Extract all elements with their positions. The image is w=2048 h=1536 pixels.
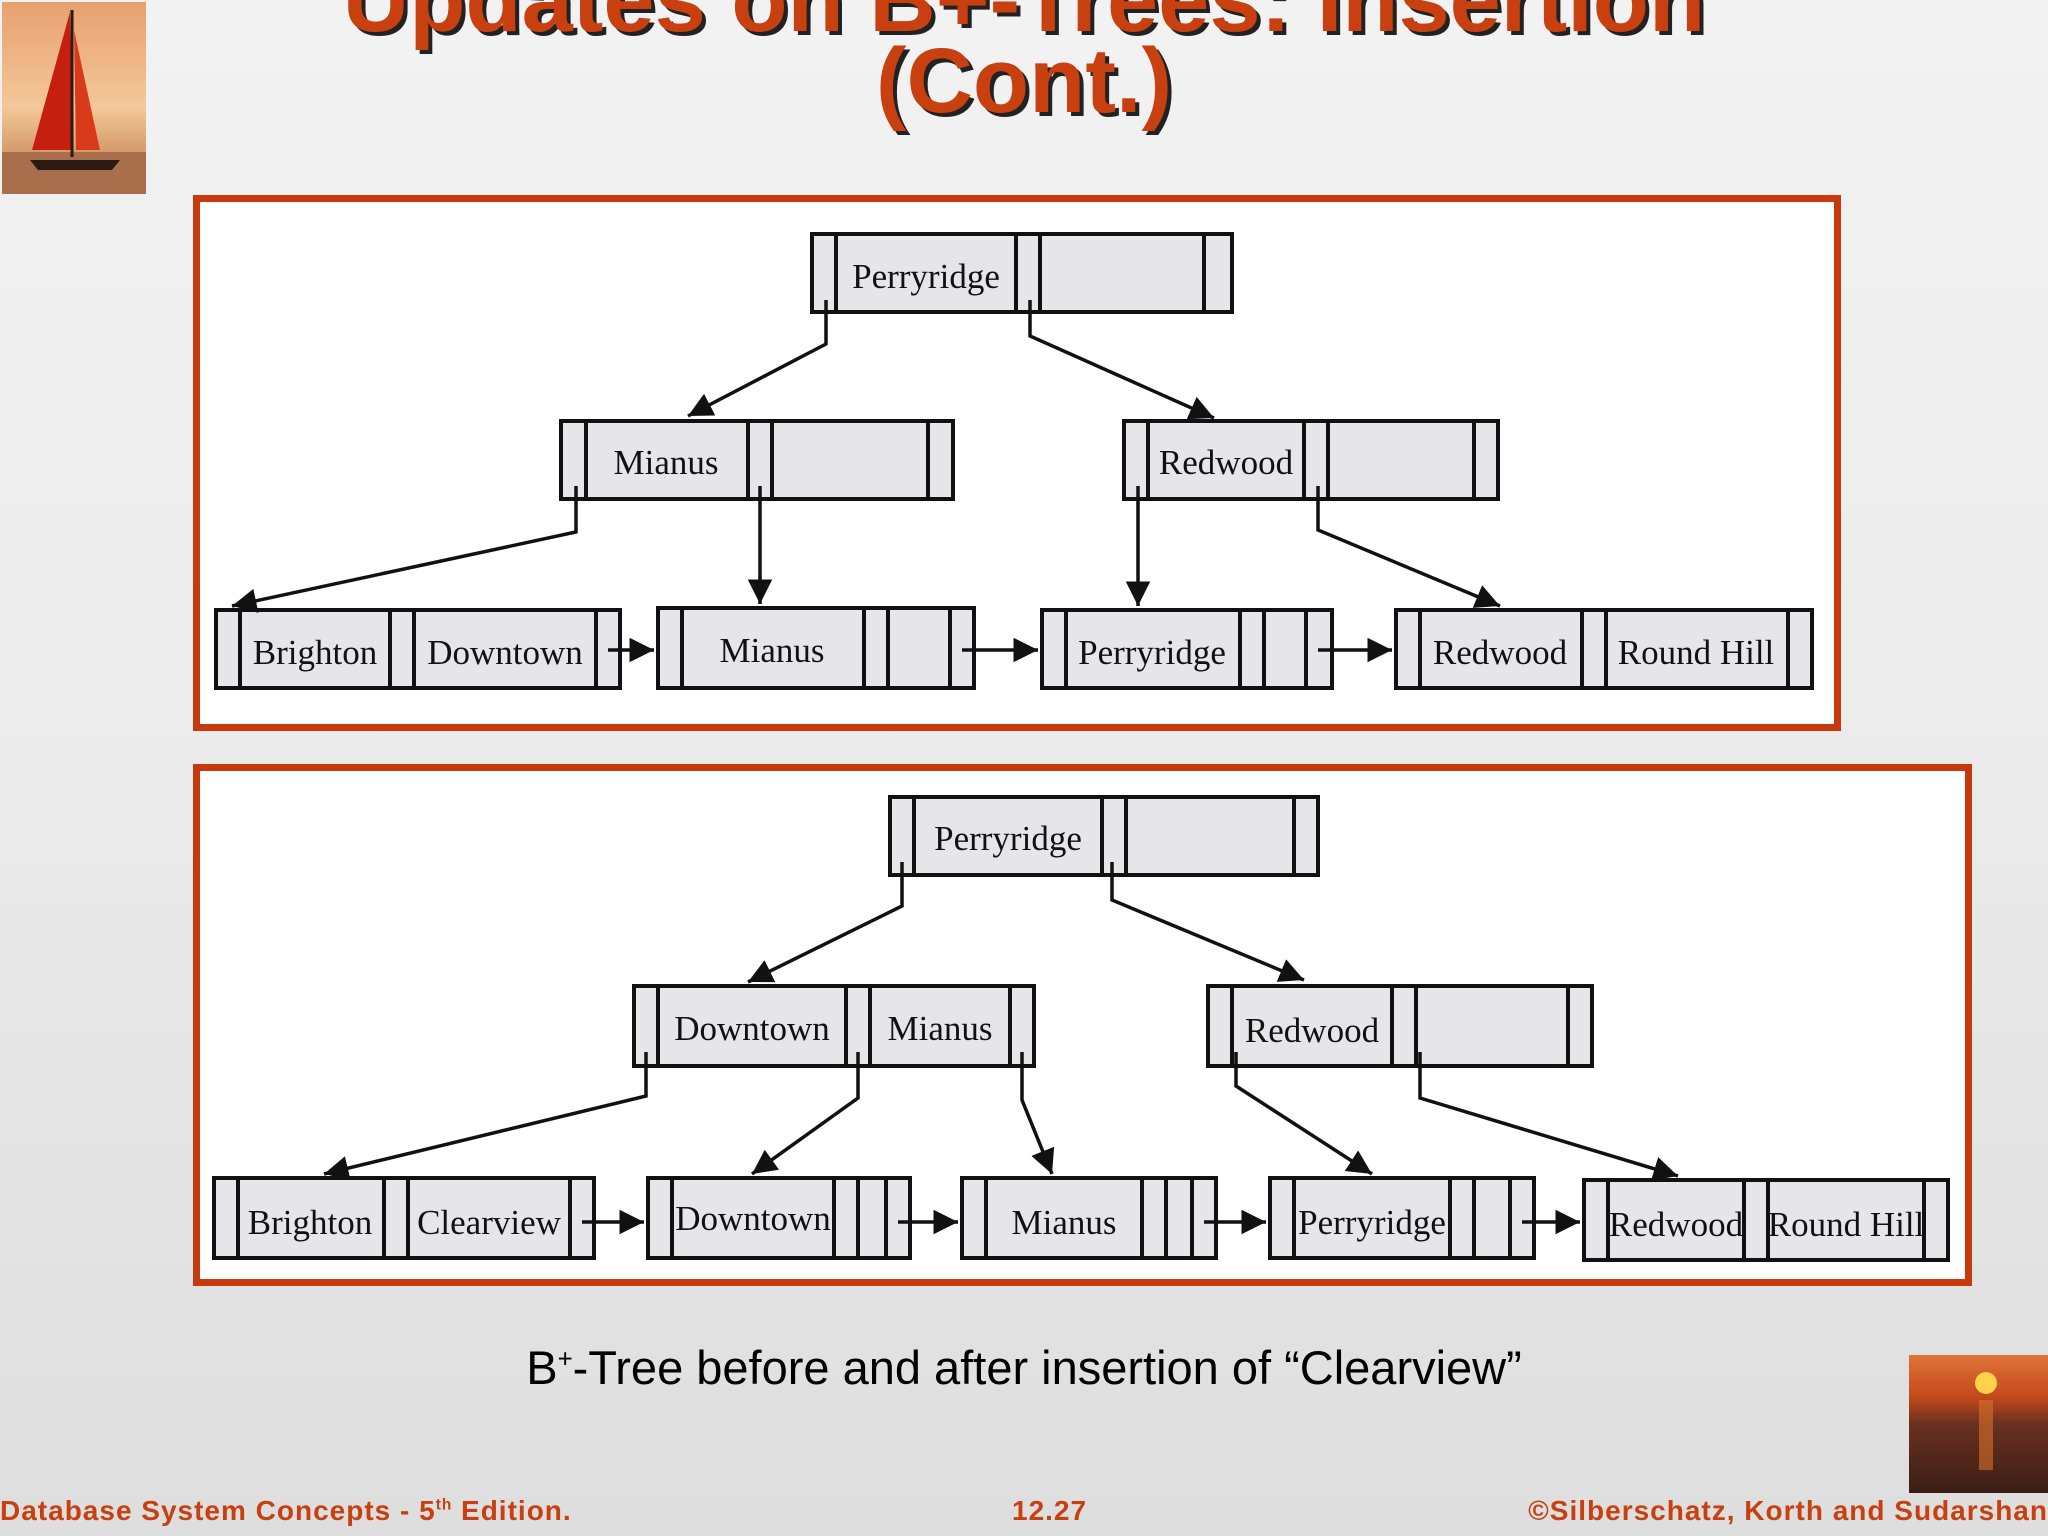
- footer-copyright: ©Silberschatz, Korth and Sudarshan: [1528, 1495, 2048, 1526]
- btree-before-frame: [193, 195, 1841, 731]
- footer-left-suffix: Edition.: [452, 1495, 572, 1526]
- caption-sup: +: [557, 1345, 573, 1374]
- footer-book-title: Database System Concepts - 5th Edition.: [0, 1495, 572, 1526]
- caption-rest: -Tree before and after insertion of “Cle…: [572, 1341, 1522, 1394]
- diagram-caption: B+-Tree before and after insertion of “C…: [0, 1340, 2048, 1395]
- slide-title-line1: Updates on B+-Trees: Insertion: [342, 0, 1706, 51]
- slide-title-line2: (Cont.): [875, 30, 1173, 132]
- btree-after-frame: [193, 764, 1972, 1286]
- sunset-image: [1909, 1355, 2048, 1493]
- footer-left-sup: th: [435, 1496, 453, 1514]
- sailboat-image: [2, 2, 146, 194]
- footer-left-prefix: Database System Concepts - 5: [0, 1495, 436, 1526]
- caption-prefix: B: [526, 1341, 558, 1394]
- footer-slide-number: 12.27: [1012, 1495, 1088, 1526]
